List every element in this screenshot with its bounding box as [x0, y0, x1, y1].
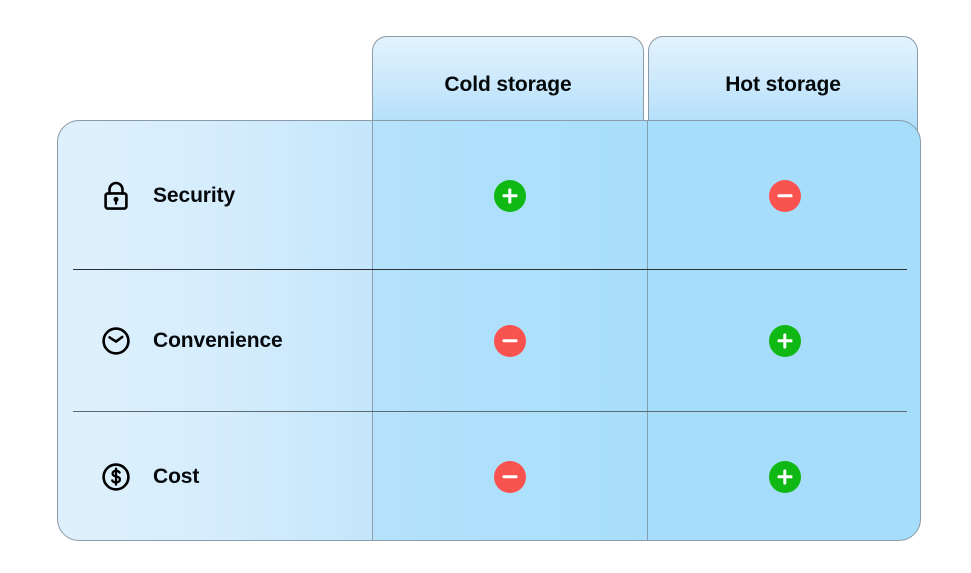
verdict-cell-cost-hot [647, 412, 920, 540]
verdict-cell-security-hot [647, 121, 920, 270]
verdict-positive-icon [768, 325, 801, 357]
verdict-cell-convenience-cold [372, 270, 647, 412]
column-header-label: Hot storage [725, 72, 841, 96]
verdict-cell-convenience-hot [647, 270, 920, 412]
comparison-panel: Security C [57, 120, 921, 541]
table-row: Convenience [58, 270, 920, 412]
verdict-cell-cost-cold [372, 412, 647, 540]
row-label: Convenience [153, 329, 283, 352]
clock-icon [97, 322, 135, 360]
row-label-cell: Convenience [58, 322, 372, 360]
verdict-cell-security-cold [372, 121, 647, 270]
row-label: Security [153, 183, 236, 207]
lock-icon [97, 177, 135, 215]
row-label: Cost [153, 465, 200, 488]
verdict-positive-icon [768, 461, 801, 493]
column-separator-1 [372, 121, 373, 540]
verdict-negative-icon [493, 461, 526, 493]
dollar-circle-icon [97, 458, 135, 496]
row-label-cell: Security [58, 177, 372, 215]
row-label-cell: Cost [58, 458, 372, 496]
verdict-positive-icon [493, 179, 526, 212]
table-row: Security [58, 121, 920, 270]
column-separator-2 [647, 121, 648, 540]
verdict-negative-icon [493, 325, 526, 357]
column-header-label: Cold storage [444, 72, 572, 96]
row-separator-2 [73, 411, 907, 412]
row-separator-1 [73, 269, 907, 270]
verdict-negative-icon [768, 179, 801, 212]
table-row: Cost [58, 412, 920, 540]
